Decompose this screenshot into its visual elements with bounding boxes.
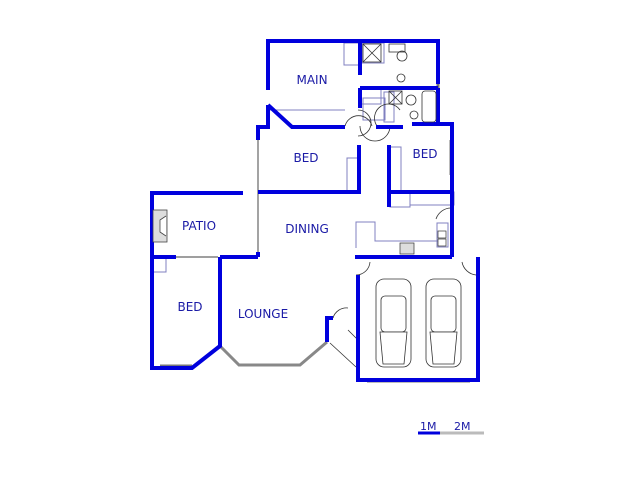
kitchen-appliances [399,230,447,255]
car-icons [375,278,462,368]
scale-label-2m: 2M [454,420,471,433]
bathroom-fixtures [362,43,437,123]
room-label-dining: DINING [285,222,329,236]
car-icon [375,278,412,368]
windows [160,39,470,383]
room-label-lounge: LOUNGE [237,307,289,321]
room-label-main: MAIN [296,73,328,87]
open-walls [152,140,328,367]
braai-icon [152,209,168,243]
room-label-bed: BED [293,151,319,165]
room-label-patio: PATIO [181,219,217,233]
car-icon [425,278,462,368]
doors [329,103,477,368]
scale-label-1m: 1M [420,420,437,433]
room-label-bed: BED [412,147,438,161]
room-label-bed: BED [177,300,203,314]
walls [150,39,480,382]
